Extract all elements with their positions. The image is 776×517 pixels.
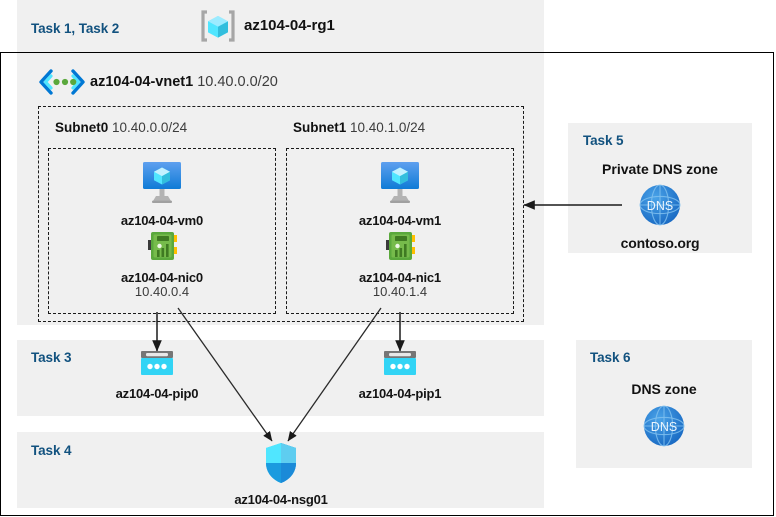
- task-label-task-1-2: Task 1, Task 2: [31, 21, 120, 36]
- node-nsg: az104-04-nsg01: [216, 441, 346, 507]
- subnet1-name: Subnet1: [293, 120, 347, 135]
- vnet-panel: [17, 53, 544, 325]
- task-label-task-4: Task 4: [31, 443, 72, 458]
- node-pip0: az104-04-pip0: [97, 349, 217, 401]
- network-interface-icon: [97, 228, 227, 269]
- task-label-task-3: Task 3: [31, 350, 72, 365]
- diagram-outer-frame: [0, 52, 774, 516]
- virtual-machine-icon: [97, 158, 227, 211]
- subnet1-title: Subnet1 10.40.1.0/24: [293, 120, 425, 135]
- nsg-name: az104-04-nsg01: [234, 492, 328, 507]
- vnet-boundary: [38, 106, 524, 322]
- resource-group-header-panel: [17, 0, 544, 52]
- node-vm0: az104-04-vm0: [97, 158, 227, 228]
- dns-zone-heading: DNS zone: [631, 381, 697, 397]
- network-security-group-shield-icon: [216, 441, 346, 490]
- svg-text:DNS: DNS: [647, 199, 673, 213]
- subnet0-title: Subnet0 10.40.0.0/24: [55, 120, 187, 135]
- virtual-network-icon: [38, 69, 86, 95]
- node-vm1: az104-04-vm1: [335, 158, 465, 228]
- vm1-name: az104-04-vm1: [358, 213, 442, 228]
- subnet1-cidr: 10.40.1.0/24: [350, 120, 426, 135]
- nic1-ip: 10.40.1.4: [372, 284, 428, 299]
- vnet-cidr: 10.40.0.0/20: [197, 74, 278, 90]
- network-interface-icon: [335, 228, 465, 269]
- vnet-name: az104-04-vnet1: [90, 74, 194, 90]
- subnet0-boundary: [48, 148, 276, 314]
- node-nic1: az104-04-nic1 10.40.1.4: [335, 228, 465, 299]
- task6-panel: [576, 340, 752, 468]
- task-label-task-5: Task 5: [583, 133, 624, 148]
- private-dns-zone-heading: Private DNS zone: [602, 161, 718, 177]
- pip1-name: az104-04-pip1: [358, 386, 442, 401]
- subnet0-cidr: 10.40.0.0/24: [112, 120, 188, 135]
- pip0-name: az104-04-pip0: [115, 386, 199, 401]
- vm0-name: az104-04-vm0: [120, 213, 204, 228]
- resource-group-name: az104-04-rg1: [244, 17, 335, 34]
- public-ip-address-icon: [97, 349, 217, 384]
- task-label-task-6: Task 6: [590, 350, 631, 365]
- public-ip-address-icon: [340, 349, 460, 384]
- nic1-name: az104-04-nic1: [359, 270, 441, 285]
- svg-text:DNS: DNS: [651, 420, 677, 434]
- private-dns-zone-name: contoso.org: [620, 235, 700, 251]
- nic0-name: az104-04-nic0: [121, 270, 203, 285]
- node-private-dns-zone: DNS contoso.org: [600, 182, 720, 251]
- subnet0-name: Subnet0: [55, 120, 109, 135]
- node-dns-zone: DNS: [604, 403, 724, 454]
- node-nic0: az104-04-nic0 10.40.0.4: [97, 228, 227, 299]
- node-pip1: az104-04-pip1: [340, 349, 460, 401]
- virtual-machine-icon: [335, 158, 465, 211]
- dns-globe-icon: DNS: [600, 182, 720, 233]
- task3-panel: [17, 340, 544, 416]
- dns-globe-icon: DNS: [604, 403, 724, 454]
- resource-group-icon: [200, 8, 236, 44]
- vnet-title: az104-04-vnet1 10.40.0.0/20: [90, 74, 278, 90]
- nic0-ip: 10.40.0.4: [134, 284, 190, 299]
